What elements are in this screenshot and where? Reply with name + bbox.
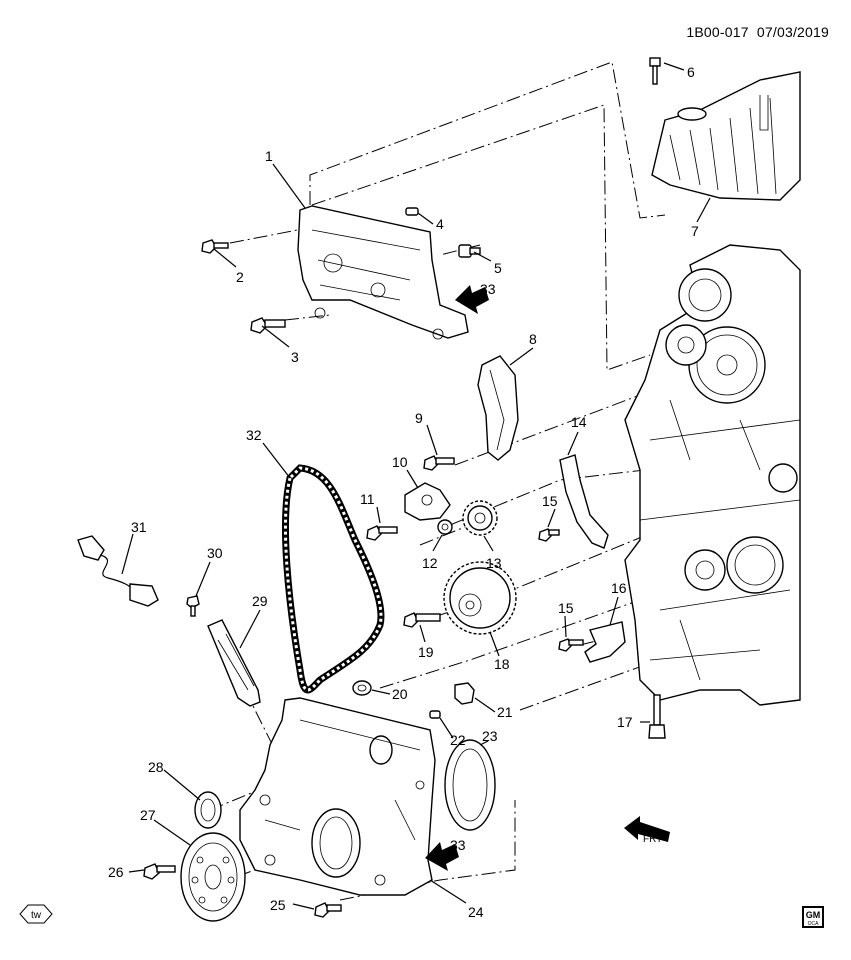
callout-26: 26 (108, 864, 124, 880)
callout-24: 24 (468, 904, 484, 920)
part-18-crankshaft-gear (443, 561, 517, 635)
tw-badge: tw (19, 904, 53, 924)
callout-9: 9 (415, 410, 423, 426)
part-22-dowel (429, 710, 441, 719)
drawing-header: 1B00-017 07/03/2019 (686, 24, 829, 40)
part-14-chain-guide (559, 454, 609, 549)
callout-21: 21 (497, 704, 513, 720)
callout-22: 22 (450, 732, 466, 748)
part-4-dowel (405, 207, 419, 216)
part-15-bolt-b (558, 638, 584, 652)
part-31-sensor-harness (77, 535, 159, 607)
part-17-bolt (648, 694, 666, 739)
callout-12: 12 (422, 555, 438, 571)
callout-2: 2 (236, 269, 244, 285)
callout-25: 25 (270, 897, 286, 913)
part-28-seal (194, 791, 222, 829)
gm-logo-text: GM (806, 910, 821, 920)
callout-15a: 15 (542, 493, 558, 509)
callout-32: 32 (246, 427, 262, 443)
drawing-date: 07/03/2019 (756, 24, 829, 40)
part-12-nut (437, 519, 453, 535)
callout-29: 29 (252, 593, 268, 609)
part-20-seal (352, 680, 372, 696)
callout-5: 5 (494, 260, 502, 276)
callout-20: 20 (392, 686, 408, 702)
callout-13: 13 (486, 555, 502, 571)
callout-15b: 15 (558, 600, 574, 616)
part-11-bolt (366, 525, 398, 541)
callout-6: 6 (687, 64, 695, 80)
part-6-bolt (649, 57, 661, 85)
part-25-bolt (314, 902, 342, 918)
callout-10: 10 (392, 454, 408, 470)
callout-30: 30 (207, 545, 223, 561)
tw-label: tw (31, 910, 42, 921)
part-3-bolt (250, 317, 286, 334)
gm-logo: GM OCA (802, 906, 824, 928)
callout-18: 18 (494, 656, 510, 672)
part-10-timing-chain-tensioner (404, 482, 451, 521)
callout-4: 4 (436, 216, 444, 232)
part-24-front-cover-lower (239, 697, 436, 896)
part-29-valve (207, 619, 261, 707)
part-26-bolt (143, 863, 176, 880)
part-15-bolt-a (538, 528, 560, 542)
callout-28: 28 (148, 759, 164, 775)
part-33-arrow-lower (425, 842, 459, 871)
drawing-id: 1B00-017 (686, 24, 749, 40)
part-30-bolt (186, 595, 200, 617)
callout-31: 31 (131, 519, 147, 535)
callout-11: 11 (360, 491, 375, 507)
part-19-bolt (403, 612, 441, 628)
part-32-timing-chain (282, 464, 385, 694)
engine-block (624, 244, 801, 706)
part-1-front-cover-upper (297, 205, 469, 340)
front-direction-icon: FRT (624, 816, 670, 845)
callout-1: 1 (265, 148, 273, 164)
callout-27: 27 (140, 807, 156, 823)
part-27-crankshaft-balancer (180, 832, 246, 922)
part-8-timing-chain-guide (477, 355, 519, 461)
front-direction-label: FRT (643, 834, 662, 845)
part-7-camshaft-cover (651, 71, 801, 201)
callout-8: 8 (529, 331, 537, 347)
part-5-stud (458, 244, 481, 258)
callout-14: 14 (571, 414, 587, 430)
callout-23: 23 (482, 728, 498, 744)
part-13-sprocket (462, 500, 498, 536)
gm-logo-subtext: OCA (808, 921, 820, 927)
part-9-bolt (423, 455, 455, 471)
callout-33b: 33 (450, 837, 466, 853)
callout-19: 19 (418, 644, 434, 660)
part-16-bracket (584, 621, 626, 663)
callout-labels: 1 2 3 4 5 6 7 8 9 10 11 12 13 14 15 16 1… (108, 64, 699, 920)
part-23-front-cover-seal (444, 739, 496, 831)
part-21-gasket (454, 682, 475, 705)
callout-3: 3 (291, 349, 299, 365)
callout-33a: 33 (480, 281, 496, 297)
part-33-arrow-upper (455, 285, 489, 314)
part-2-bolt (201, 239, 229, 254)
callout-7: 7 (691, 223, 699, 239)
callout-16: 16 (611, 580, 627, 596)
leader-lines (121, 62, 711, 910)
callout-17: 17 (617, 714, 633, 730)
